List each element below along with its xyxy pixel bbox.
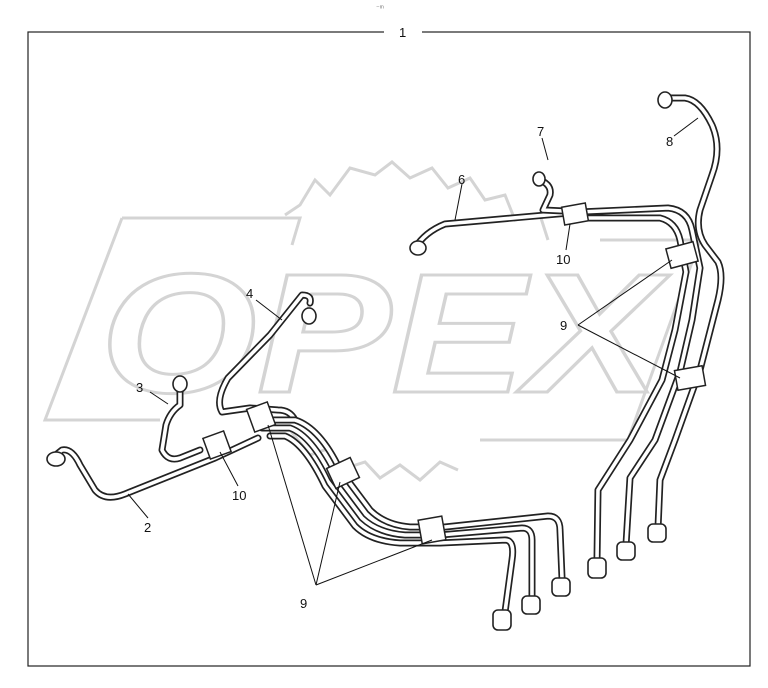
- clamp-10-left: [201, 429, 233, 461]
- callout-3: 3: [136, 380, 143, 395]
- callout-4: 4: [246, 286, 253, 301]
- gear-outline-top: [284, 160, 550, 241]
- nut-8: [657, 91, 673, 109]
- pipe-4: [216, 291, 314, 424]
- nut-2: [46, 451, 66, 467]
- nut-6: [409, 240, 427, 256]
- frame-gap: [384, 24, 422, 40]
- clamp-10-top: [560, 202, 590, 226]
- nut-lower-1: [492, 609, 512, 631]
- watermark-panel-left: [42, 216, 303, 422]
- callout-10-left: 10: [232, 488, 246, 503]
- callout-9-lower: 9: [300, 596, 307, 611]
- callout-7: 7: [537, 124, 544, 139]
- callout-8: 8: [666, 134, 673, 149]
- nut-lower-2: [521, 595, 541, 615]
- pipe-8: [654, 94, 725, 532]
- clamp-9-a: [245, 401, 277, 433]
- watermark-text: OPEX: [100, 239, 670, 429]
- header-mark: ⁻ᵐ: [376, 5, 384, 12]
- clamp-9-b: [325, 456, 361, 490]
- nut-right-3: [647, 523, 667, 543]
- pipe-3: [158, 381, 204, 463]
- clamp-9-d: [664, 240, 700, 270]
- nut-4: [301, 307, 317, 325]
- watermark-panel-right: [480, 238, 703, 442]
- clamp-9-e: [673, 364, 707, 392]
- nut-right-1: [587, 557, 607, 579]
- nut-right-2: [616, 541, 636, 561]
- nut-lower-3: [551, 577, 571, 597]
- pipe-fittings: [46, 91, 673, 631]
- leader-lines: [127, 117, 699, 586]
- pipe-bundle-right: [576, 204, 704, 564]
- callout-6: 6: [458, 172, 465, 187]
- callout-10-top: 10: [556, 252, 570, 267]
- callouts: 2 3 4 6 7 8 9 9 10 10: [136, 124, 673, 611]
- opex-watermark: OPEX: [42, 160, 703, 482]
- nut-3: [172, 375, 188, 393]
- pipe-clamps: [201, 202, 707, 545]
- pipe-2: [48, 434, 262, 501]
- assembly-callout: 1: [399, 25, 406, 40]
- callout-9-right: 9: [560, 318, 567, 333]
- nut-7: [532, 171, 546, 187]
- callout-2: 2: [144, 520, 151, 535]
- clamp-9-c: [417, 515, 447, 545]
- pipe-bundle-lower: [251, 416, 566, 616]
